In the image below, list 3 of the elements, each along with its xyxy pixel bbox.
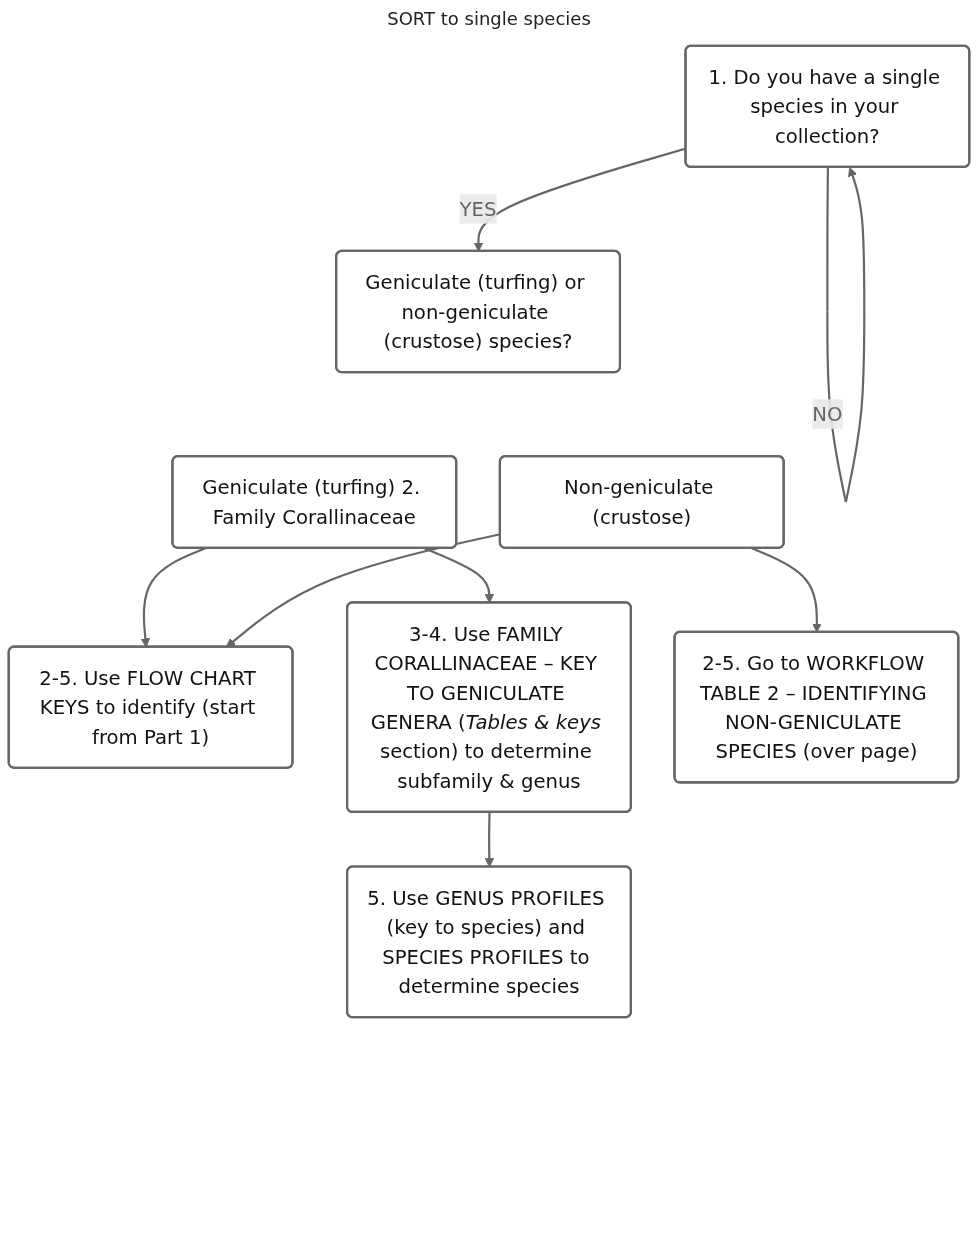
edge-label: YES [459,197,497,221]
edge-label: NO [812,402,843,426]
note-text: SORT to single species [387,8,591,29]
